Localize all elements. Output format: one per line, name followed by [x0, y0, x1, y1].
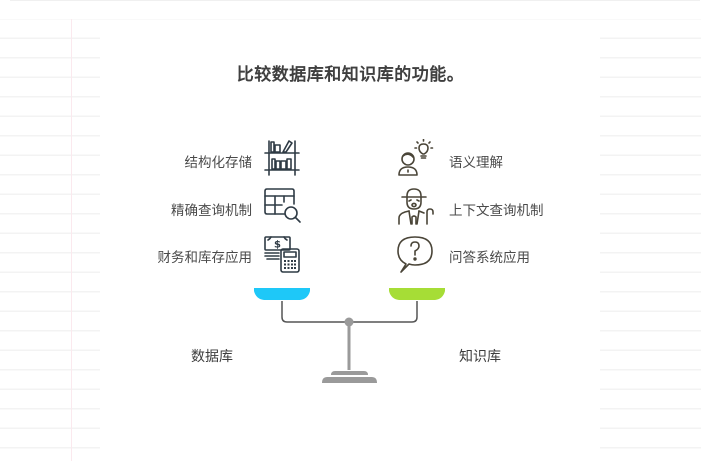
old-man-cane-icon	[396, 186, 436, 226]
database-feature-precise-query: 精确查询机制	[171, 203, 252, 219]
diagram-title: 比较数据库和知识库的功能。	[236, 65, 465, 85]
database-feature-finance-inventory: 财务和库存应用	[157, 250, 253, 266]
knowledge-feature-qa-application: 问答系统应用	[449, 250, 530, 266]
database-label: 数据库	[191, 349, 233, 365]
knowledge-pan	[389, 288, 445, 300]
money-calculator-icon: $	[262, 234, 302, 274]
svg-text:$: $	[274, 240, 281, 251]
knowledge-feature-semantic-understanding: 语义理解	[449, 155, 503, 171]
top-band	[0, 0, 701, 19]
knowledge-base-label: 知识库	[459, 349, 501, 365]
person-lightbulb-icon	[396, 139, 436, 179]
top-rule	[10, 0, 700, 1]
bookshelf-icon	[262, 139, 302, 179]
database-pan	[254, 288, 310, 300]
question-bubble-icon	[396, 234, 436, 274]
diagram-card	[100, 20, 600, 461]
table-search-icon	[262, 186, 302, 226]
scale-pivot	[344, 317, 354, 327]
margin-line	[71, 0, 72, 461]
database-feature-structured-storage: 结构化存储	[184, 155, 253, 171]
balance-scale	[254, 288, 445, 383]
scale-base-bottom	[322, 377, 377, 383]
knowledge-feature-contextual-query: 上下文查询机制	[449, 203, 544, 219]
scale-base-top	[331, 371, 368, 375]
